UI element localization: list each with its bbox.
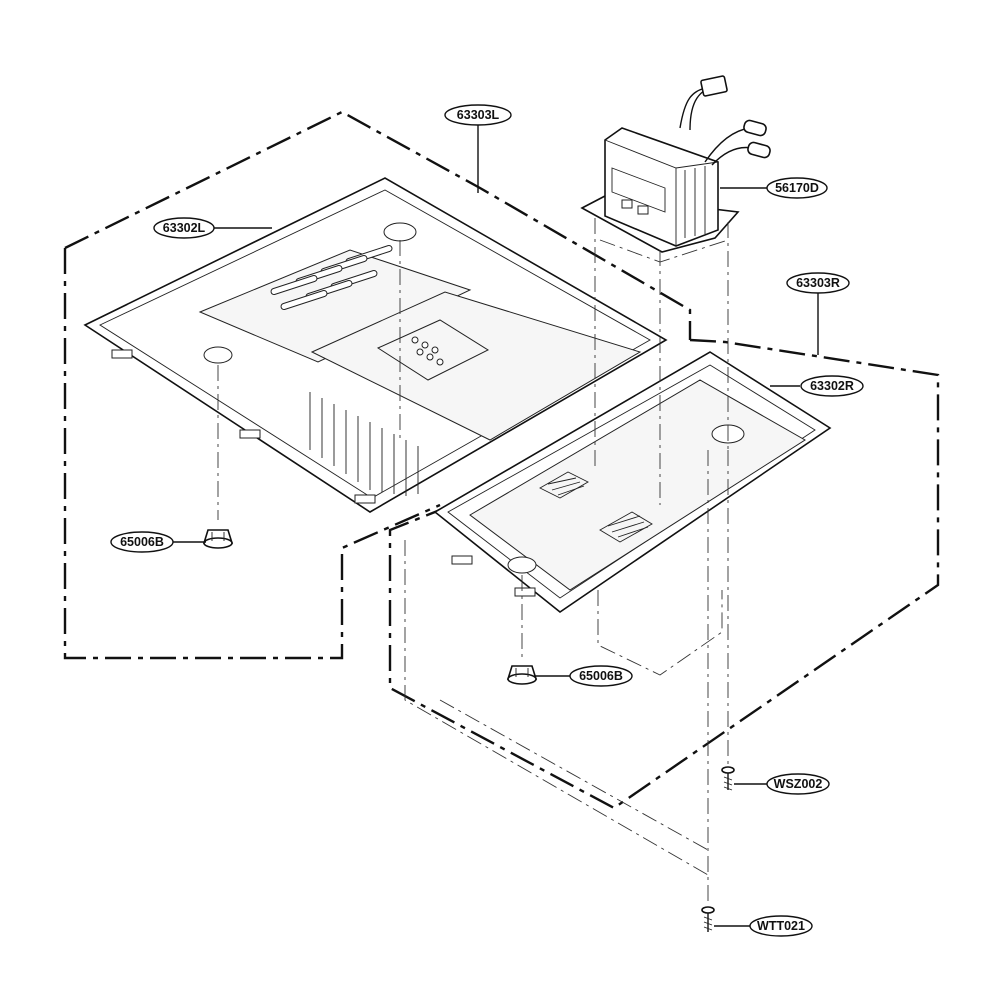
svg-text:63302L: 63302L [163, 221, 206, 235]
label-56170d: 56170D [766, 177, 828, 199]
connector-top [700, 75, 728, 97]
screw-wsz002 [721, 766, 735, 791]
tab-left-3 [354, 494, 376, 504]
tab-left-2 [239, 429, 261, 439]
svg-text:63303L: 63303L [457, 108, 500, 122]
svg-text:65006B: 65006B [120, 535, 164, 549]
label-63302r: 63302R [800, 375, 864, 397]
svg-text:56170D: 56170D [775, 181, 819, 195]
svg-text:65006B: 65006B [579, 669, 623, 683]
label-65006b-left: 65006B [110, 531, 174, 553]
assembly-outline-left [63, 110, 692, 660]
label-63303l: 63303L [444, 104, 512, 126]
vent-dots-left [411, 336, 444, 366]
mount-hole-rear-left [383, 222, 417, 242]
assembly-outline-right [388, 338, 940, 810]
wire-3 [704, 127, 751, 163]
label-wsz002: WSZ002 [766, 773, 830, 795]
vent-grid-right-1 [539, 471, 589, 499]
label-63302l: 63302L [153, 217, 215, 239]
label-63303r: 63303R [786, 272, 850, 294]
tab-right-2 [514, 587, 536, 597]
transformer-footprint [597, 590, 723, 676]
svg-text:WSZ002: WSZ002 [774, 777, 823, 791]
vent-grid-right-2 [599, 511, 653, 543]
terminal-2 [747, 141, 771, 159]
alignment-lines [217, 218, 729, 905]
svg-text:WTT021: WTT021 [757, 919, 805, 933]
foot-mount-right [507, 556, 537, 574]
tab-left-1 [111, 349, 133, 359]
tab-right-1 [451, 555, 473, 565]
svg-text:63303R: 63303R [796, 276, 840, 290]
vertical-vents-left [309, 392, 419, 496]
foot-65006b-right [506, 665, 538, 685]
right-base-plate [433, 351, 832, 676]
left-base-plate [83, 177, 668, 513]
slots-top-left [270, 245, 393, 310]
transformer-56170d [580, 75, 771, 253]
foot-mount-left [203, 346, 233, 364]
svg-text:63302R: 63302R [810, 379, 854, 393]
leader-lines [172, 124, 819, 927]
label-wtt021: WTT021 [749, 915, 813, 937]
foot-65006b-left [202, 529, 234, 549]
terminal-1 [743, 119, 767, 137]
label-65006b-right: 65006B [569, 665, 633, 687]
screw-wtt021 [701, 906, 715, 932]
